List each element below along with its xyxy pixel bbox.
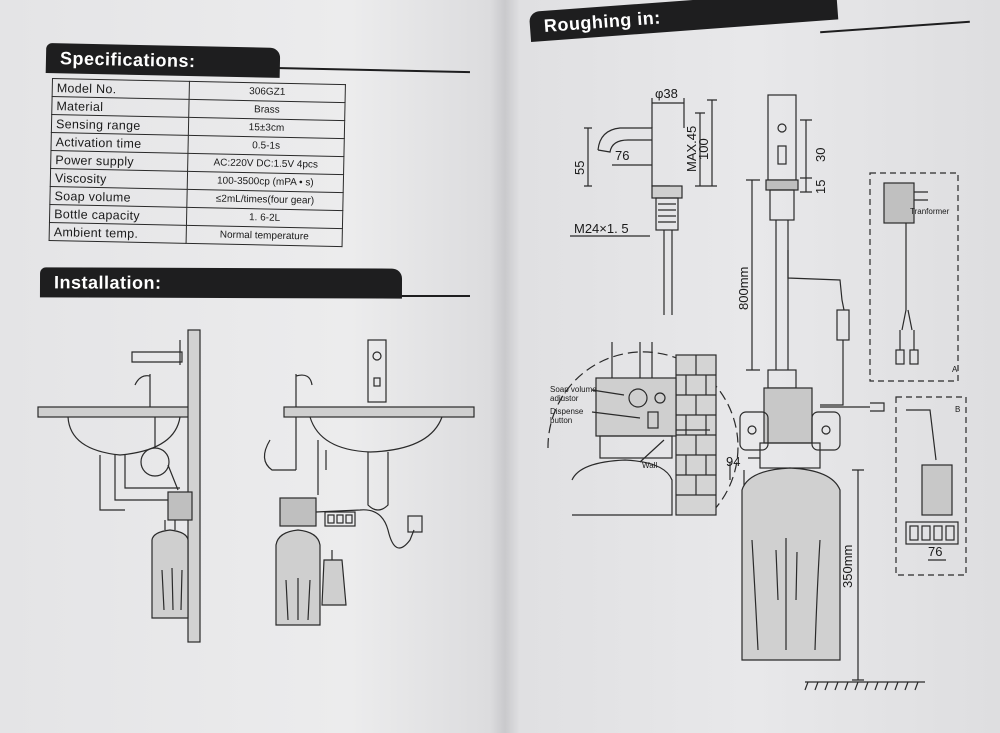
dim-max45: MAX.45	[684, 126, 699, 172]
label-soap-volume: Soap volume	[550, 385, 597, 394]
installation-underline	[395, 295, 470, 297]
label-box-a: A	[952, 365, 958, 374]
battery-box-b	[895, 396, 967, 576]
installation-diagram-deck-mount	[263, 339, 475, 626]
dim-100: 100	[696, 138, 711, 160]
label-transformer: Tranformer	[910, 207, 950, 216]
label-box-b: B	[955, 405, 960, 414]
label-wall: Wall	[642, 461, 657, 470]
dim-55: 55	[572, 161, 587, 175]
dim-15: 15	[813, 180, 828, 194]
dim-800: 800mm	[736, 267, 751, 310]
dim-350: 350mm	[840, 545, 855, 588]
dim-thread: M24×1. 5	[574, 221, 629, 236]
label-dispense: Dispense	[550, 407, 584, 416]
installation-diagram-wall-mount	[37, 329, 201, 643]
dim-phi38: φ38	[655, 86, 678, 101]
detail-magnifier	[547, 342, 739, 516]
main-assembly-drawing	[729, 94, 925, 691]
dim-94: 94	[726, 454, 740, 469]
callout-leaders	[591, 389, 665, 463]
dim-box-76: 76	[928, 544, 942, 559]
label-button: button	[550, 416, 572, 425]
transformer-box-a	[869, 172, 959, 382]
label-adjustor: adjustor	[550, 394, 579, 403]
spout-dimension-drawing	[570, 98, 717, 315]
dim-spout-76: 76	[615, 148, 629, 163]
dim-30: 30	[813, 148, 828, 162]
